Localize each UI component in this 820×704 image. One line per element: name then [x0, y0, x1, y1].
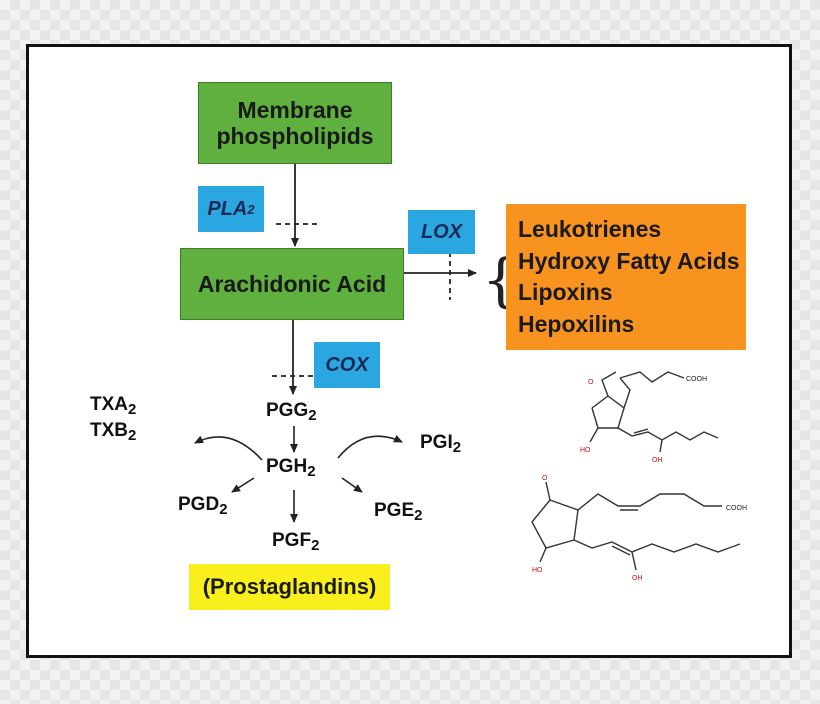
pge2-base: PGE	[374, 500, 415, 521]
pgf2-sub: 2	[311, 537, 320, 554]
lox-product-item: Hepoxilins	[518, 310, 635, 337]
arrow-pgh2-to-pgi2	[337, 435, 403, 459]
arrow-pgh2-to-pgd2	[231, 477, 255, 493]
pgg2-base: PGG	[266, 400, 309, 421]
pgd2-base: PGD	[178, 494, 220, 515]
cox-enzyme-box: COX	[314, 342, 380, 388]
arrow-pgh2-to-pge2	[341, 477, 363, 493]
pgi2-base: PGI	[420, 432, 453, 453]
txa2-label: TXA2	[90, 394, 136, 418]
pge2-label: PGE2	[374, 500, 422, 524]
pla2-subscript: 2	[247, 201, 255, 217]
txa2-sub: 2	[128, 401, 137, 418]
pge2-sub: 2	[414, 507, 423, 524]
pgg2-label: PGG2	[266, 400, 317, 424]
membrane-phospholipids-box: Membrane phospholipids	[198, 82, 392, 164]
pgd2-sub: 2	[219, 501, 228, 518]
pla2-label: PLA	[207, 197, 248, 220]
lox-product-item: Leukotrienes	[518, 216, 662, 242]
pgi2-sub: 2	[452, 439, 462, 456]
pgi2-label: PGI2	[420, 432, 461, 456]
lox-product-item: Lipoxins	[518, 279, 613, 305]
pgh2-sub: 2	[307, 463, 316, 480]
txa2-base: TXA	[90, 394, 128, 415]
lox-products-box: Leukotrienes Hydroxy Fatty Acids Lipoxin…	[506, 204, 746, 350]
prostaglandins-box: (Prostaglandins)	[189, 564, 390, 610]
pgh2-base: PGH	[266, 456, 308, 477]
pgf2-label: PGF2	[272, 530, 319, 554]
lox-product-item: Hydroxy Fatty Acids	[518, 247, 740, 274]
arachidonic-acid-box: Arachidonic Acid	[180, 248, 404, 320]
arrow-pgh2-to-thromboxanes	[194, 435, 263, 461]
lox-enzyme-box: LOX	[408, 210, 475, 254]
txb2-label: TXB2	[90, 420, 136, 444]
pgf2-base: PGF	[272, 530, 312, 551]
txb2-sub: 2	[128, 427, 137, 444]
pgd2-label: PGD2	[178, 494, 228, 518]
txb2-base: TXB	[90, 420, 128, 441]
diagram-frame	[26, 44, 792, 658]
pgg2-sub: 2	[308, 407, 317, 424]
lox-products-list: Leukotrienes Hydroxy Fatty Acids Lipoxin…	[518, 214, 740, 340]
pgh2-label: PGH2	[266, 456, 316, 480]
